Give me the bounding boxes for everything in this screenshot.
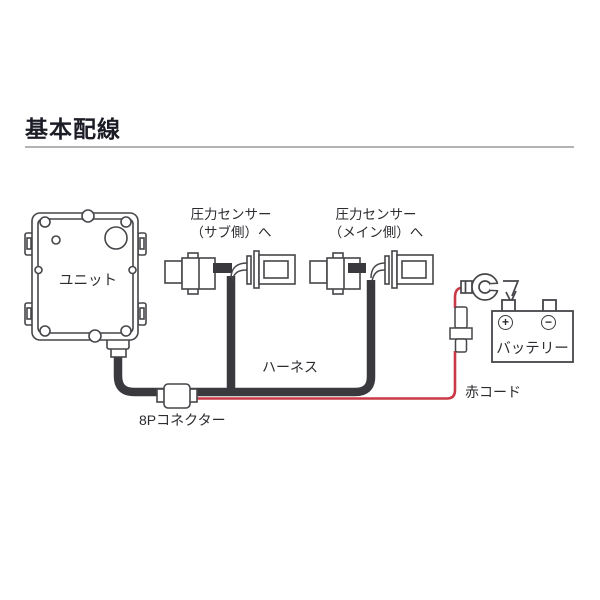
harness-wire-black	[113, 276, 376, 397]
title-underline	[25, 146, 574, 148]
fuse-holder	[449, 306, 473, 353]
unit-buzzer-hole	[104, 226, 128, 250]
unit-label: ユニット	[59, 273, 117, 289]
harness-label: ハーネス	[262, 359, 318, 375]
main-socket-right	[384, 250, 434, 289]
sub-plug-left	[164, 252, 216, 295]
battery-arrow-icon	[503, 280, 520, 304]
battery-label: バッテリー	[496, 341, 569, 357]
battery-plus-symbol: +	[498, 315, 513, 330]
red-cord-label: 赤コード	[465, 384, 521, 400]
main-sensor-connector-pair	[309, 250, 434, 295]
unit-led-hole	[51, 235, 61, 245]
unit-box	[24, 209, 147, 358]
ring-terminal-icon	[460, 273, 500, 301]
main-plug-left	[309, 252, 361, 295]
battery-minus-symbol: −	[541, 315, 556, 330]
sub-socket-pins	[230, 262, 248, 282]
page-title: 基本配線	[25, 116, 121, 142]
sensor-sub-label: 圧力センサー （サブ側）へ	[151, 206, 311, 242]
main-socket-pins	[370, 262, 386, 282]
main-plug-pigtail	[348, 263, 366, 273]
sub-sensor-connector-pair	[164, 250, 296, 295]
sensor-main-label: 圧力センサー （メイン側）へ	[296, 206, 456, 242]
sub-socket-right	[246, 250, 296, 289]
sub-plug-pigtail	[213, 263, 232, 273]
8p-connector-label: 8Pコネクター	[139, 412, 226, 428]
sensor-sub-label-line2: （サブ側）へ	[190, 225, 272, 240]
sensor-sub-label-line1: 圧力センサー	[190, 207, 272, 222]
sensor-main-label-line1: 圧力センサー	[335, 207, 417, 222]
8p-connector	[156, 383, 198, 409]
sensor-main-label-line2: （メイン側）へ	[328, 225, 424, 240]
